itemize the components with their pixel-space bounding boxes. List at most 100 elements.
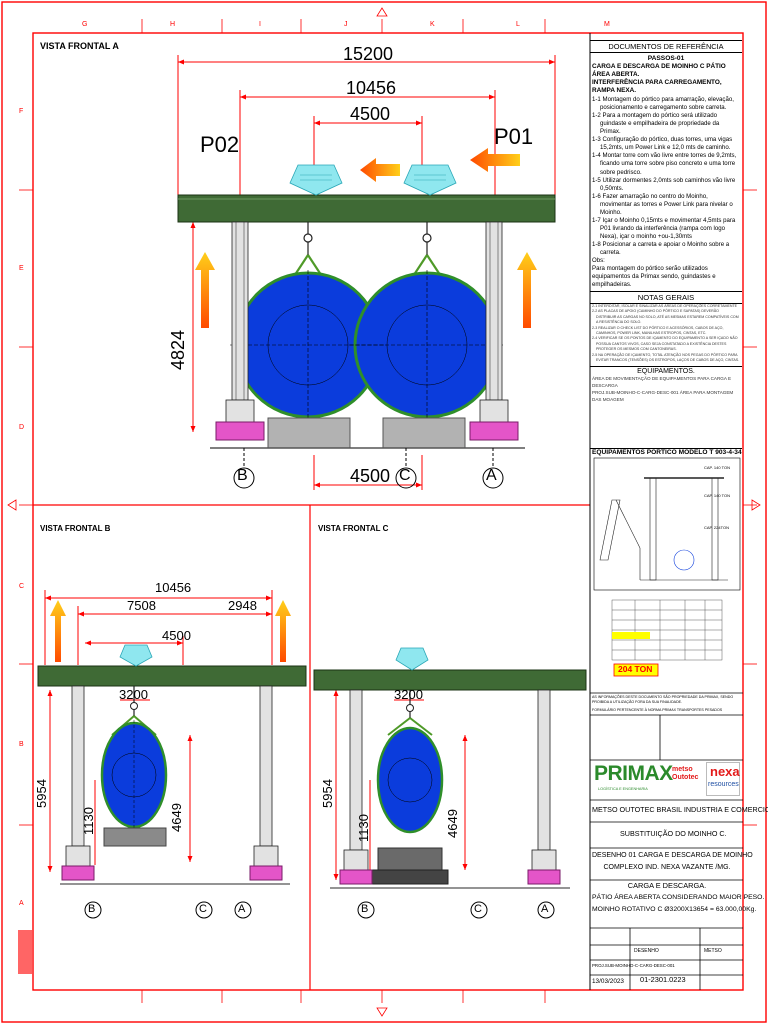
portico-model-title: EQUIPAMENTOS PÓRTICO MODELO T 903-4-34 bbox=[590, 448, 742, 456]
view-a-axis-b: B bbox=[237, 467, 248, 484]
obs-title: Obs: bbox=[592, 256, 605, 264]
view-b-dim-height-base: 1130 bbox=[81, 807, 96, 835]
view-c-dim-diameter: 3200 bbox=[394, 687, 423, 702]
step-5: 1-5 Utilizar dormentes 2,0mts sob caminh… bbox=[592, 176, 736, 192]
step-6: 1-6 Fazer amarração no centro do Moinho,… bbox=[592, 192, 733, 216]
cap-label-2: CAP. 140 TON bbox=[704, 493, 731, 498]
title-block-desenho: DESENHO bbox=[634, 948, 659, 954]
grid-row-c: C bbox=[19, 583, 25, 590]
view-b-dim-left: 7508 bbox=[127, 598, 156, 613]
view-c-axis-c: C bbox=[474, 903, 482, 915]
view-b-dim-diameter: 3200 bbox=[119, 687, 148, 702]
view-b-axis-a: A bbox=[238, 903, 246, 915]
drawing-date: 13/03/2023 bbox=[592, 978, 624, 985]
view-c-title: VISTA FRONTAL C bbox=[318, 524, 389, 533]
view-b-drawing bbox=[37, 590, 307, 919]
grid-row-b: B bbox=[19, 741, 24, 748]
grid-col-l: L bbox=[516, 21, 520, 28]
drawing-desc-2: COMPLEXO IND. NEXA VAZANTE /MG. bbox=[603, 864, 731, 871]
view-a-drawing bbox=[177, 55, 556, 490]
nexa-logo-box: nexa resources bbox=[706, 762, 740, 796]
passos-title: PASSOS-01 bbox=[647, 55, 685, 62]
grid-col-i: I bbox=[259, 21, 261, 28]
title-block-frame bbox=[590, 692, 743, 990]
nexa-logo-sub: resources bbox=[708, 781, 739, 788]
grid-col-m: M bbox=[604, 21, 610, 28]
capacity-table bbox=[611, 599, 723, 661]
view-b-dim-right: 2948 bbox=[228, 598, 257, 613]
equipment-title: EQUIPAMENTOS. bbox=[590, 366, 742, 376]
drawing-desc-3: CARGA E DESCARGA. bbox=[627, 881, 707, 890]
inner-border bbox=[32, 32, 744, 991]
grid-col-g: G bbox=[82, 21, 88, 28]
step-7: 1-7 Içar o Moinho 0,15mts e movimentar 4… bbox=[592, 216, 736, 240]
drawing-desc-1: DESENHO 01 CARGA E DESCARGA DE MOINHO bbox=[592, 852, 753, 859]
view-b-axis-b: B bbox=[88, 903, 96, 915]
view-c-dim-height-total: 5954 bbox=[320, 779, 335, 808]
disclaimer-text: AS INFORMAÇÕES DESTE DOCUMENTO SÃO PROPR… bbox=[592, 695, 734, 704]
step-1: 1-1 Montagem do pórtico para amarração, … bbox=[592, 96, 734, 112]
view-a-label-p01: P01 bbox=[494, 124, 534, 149]
document-number: PROJ.SUB-MOINHO-C-CARG-DESC-001 bbox=[592, 963, 675, 968]
move-arrow-left-1 bbox=[360, 158, 400, 182]
view-a-title: VISTA FRONTAL A bbox=[40, 41, 119, 51]
view-b-title: VISTA FRONTAL B bbox=[40, 524, 111, 533]
grid-col-h: H bbox=[170, 21, 176, 28]
equipment-line-1: ÁREA DE MOVIMENTAÇÃO DE EQUIPAMENTOS PAR… bbox=[592, 376, 732, 389]
lift-arrow-right bbox=[517, 252, 537, 328]
view-a-dim-total: 15200 bbox=[343, 44, 394, 64]
passos-subtitle-1: CARGA E DESCARGA DE MOINHO C PÁTIO ÁREA … bbox=[592, 63, 726, 79]
metso-logo: metso Outotec bbox=[672, 766, 699, 781]
grid-row-a: A bbox=[19, 900, 24, 907]
step-8: 1-8 Posicionar a carreta e apoiar o Moin… bbox=[592, 240, 730, 256]
note-4: 2-4 VERIFICAR SE OS PONTOS DE IÇAMENTO D… bbox=[592, 336, 738, 352]
passos-subtitle-2: INTERFERÊNCIA PARA CARREGAMENTO, RAMPA N… bbox=[592, 79, 722, 95]
view-c-axis-b: B bbox=[361, 903, 369, 915]
view-a-dim-span: 10456 bbox=[346, 78, 397, 98]
view-a-axis-a: A bbox=[486, 467, 497, 484]
client-name: METSO OUTOTEC BRASIL INDUSTRIA E COMERCI… bbox=[592, 805, 768, 814]
view-a-axis-c: C bbox=[399, 467, 411, 484]
step-2: 1-2 Para a montagem do pórtico será util… bbox=[592, 112, 720, 136]
view-a-label-p02: P02 bbox=[200, 132, 240, 157]
view-c-dim-height-base: 1130 bbox=[356, 814, 371, 842]
step-3: 1-3 Configuração do pórtico, duas torres… bbox=[592, 136, 733, 152]
note-2: 2-2 AS PLACAS DE APOIO (CAMINHO DO PÓRTI… bbox=[592, 309, 739, 325]
drawing-desc-5: MOINHO ROTATIVO C Ø3200X13654 = 63.000,0… bbox=[592, 906, 757, 913]
nexa-logo: nexa bbox=[710, 764, 740, 779]
cap-label-1: CAP. 140 TON bbox=[704, 465, 731, 470]
lift-arrow-left bbox=[195, 252, 215, 328]
project-name: SUBSTITUIÇÃO DO MOINHO C. bbox=[620, 829, 727, 838]
view-a-dim-bottom: 4500 bbox=[350, 466, 391, 486]
equipment-line-2: PROJ.SUB-MOINHO-C-CARG-DESC-001 ÁREA PAR… bbox=[592, 390, 734, 402]
view-b-dim-height-total: 5954 bbox=[34, 779, 49, 808]
note-3: 2-3 REALIZAR O CHECK LIST DO PÓRTICO E A… bbox=[592, 325, 724, 335]
move-arrow-left-2 bbox=[470, 148, 520, 172]
note-5: 2-5 NA OPERAÇÃO DE IÇAMENTO, TOTAL ATENÇ… bbox=[592, 352, 740, 362]
view-b-dim-move: 4500 bbox=[162, 628, 191, 643]
cap-label-3: CAP. 224TON bbox=[704, 525, 729, 530]
note-1: 2-1 INTERDITAR, ISOLAR E SINALIZAR AS ÁR… bbox=[592, 303, 738, 308]
drawing-desc-4: PÁTIO ÁREA ABERTA CONSIDERANDO MAIOR PES… bbox=[592, 894, 765, 901]
view-b-axis-c: C bbox=[199, 903, 207, 915]
view-a-dim-move: 4500 bbox=[350, 104, 391, 124]
portico-detail-figure bbox=[593, 457, 741, 591]
title-block-metso: METSO bbox=[704, 948, 722, 954]
capacity-highlight bbox=[613, 663, 659, 677]
form-line: FORMULÁRIO PERTENCENTE À NORMA PRIMAX TR… bbox=[592, 708, 723, 712]
view-b-dim-height-mill: 4649 bbox=[169, 803, 184, 832]
revision-stamp bbox=[18, 930, 32, 974]
grid-col-j: J bbox=[344, 21, 348, 28]
primax-logo-sub: LOGÍSTICA E ENGENHARIA bbox=[598, 787, 648, 791]
view-c-axis-a: A bbox=[541, 903, 549, 915]
grid-row-d: D bbox=[19, 424, 25, 431]
lift-arrow-b-left bbox=[50, 600, 66, 662]
reference-panel: DOCUMENTOS DE REFERÊNCIA PASSOS-01 CARGA… bbox=[590, 40, 742, 404]
lift-arrow-b-right bbox=[275, 600, 291, 662]
drawing-number: 01-2301.0223 bbox=[640, 975, 686, 984]
primax-logo: PRIMAX bbox=[594, 762, 673, 785]
grid-row-f: F bbox=[19, 108, 24, 115]
